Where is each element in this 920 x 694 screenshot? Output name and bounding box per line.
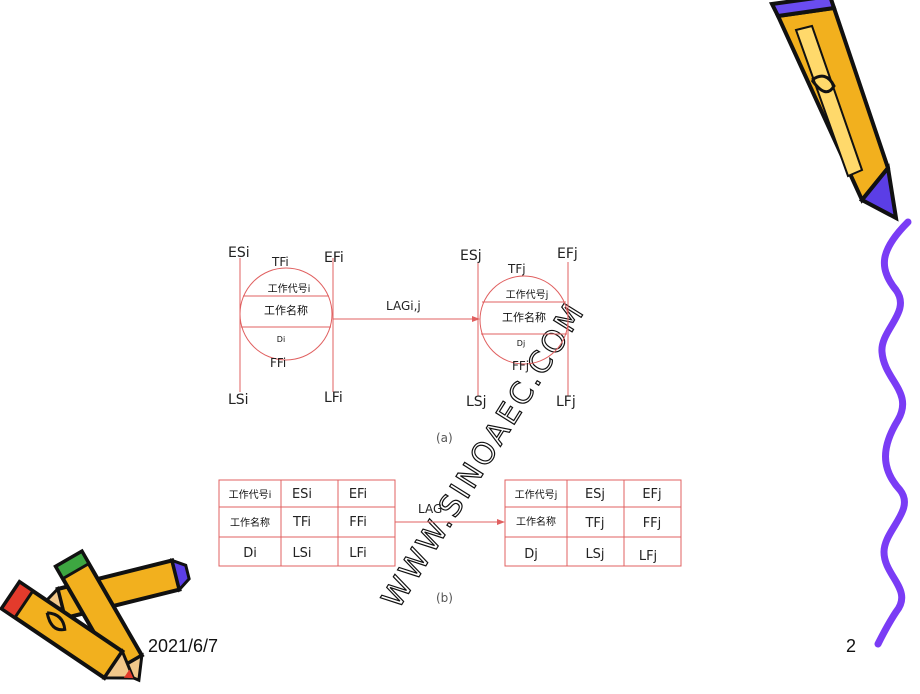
watermark: WWW.SINOAEC.COM	[375, 296, 592, 615]
pencils-bottom-left-icon	[0, 548, 191, 683]
node-j-ls: LSj	[466, 394, 487, 410]
node-i-d: Di	[277, 335, 285, 344]
node-j-ef: EFj	[557, 246, 578, 262]
node-i-circle	[239, 267, 333, 361]
node-j-code: 工作代号j	[506, 289, 549, 301]
table-i-cell-r0c0: 工作代号i	[229, 489, 272, 501]
node-i-ff: FFi	[270, 356, 286, 370]
node-j-ff: FFj	[512, 359, 529, 373]
table-j-cell-r1c0: 工作名称	[516, 515, 556, 528]
diagram-b: 工作代号i ESi EFi 工作名称 TFi FFi Di LSi LFi LA…	[218, 479, 682, 605]
table-j-cell-r2c0: Dj	[524, 547, 538, 562]
table-j-cell-r0c0: 工作代号j	[515, 489, 558, 501]
table-i-cell-r1c2: FFi	[349, 515, 367, 530]
table-j-cell-r2c1: LSj	[585, 547, 604, 562]
caption-b: (b)	[436, 591, 453, 605]
table-i-cell-r2c2: LFi	[349, 546, 366, 561]
caption-a: (a)	[436, 431, 453, 445]
table-i-cell-r1c0: 工作名称	[230, 516, 270, 529]
table-j-cell-r1c1: TFj	[584, 516, 604, 531]
diagram-a: ESi TFi EFi 工作代号i 工作名称 Di FFi LSi LFi LA…	[228, 245, 578, 445]
table-j-cell-r0c2: EFj	[642, 487, 661, 502]
table-i-cell-r2c0: Di	[243, 546, 257, 561]
slide-date: 2021/6/7	[148, 636, 219, 656]
node-j-lf: LFj	[556, 394, 576, 410]
table-j-cell-r0c1: ESj	[585, 487, 605, 502]
table-j-cell-r2c2: LFj	[639, 549, 657, 564]
node-j-es: ESj	[460, 248, 482, 264]
node-i-ls: LSi	[228, 392, 249, 408]
node-j-d: Dj	[517, 339, 525, 348]
node-i-name: 工作名称	[264, 303, 308, 317]
slide-page-number: 2	[846, 636, 857, 656]
node-i-ef: EFi	[324, 250, 344, 266]
table-i-cell-r2c1: LSi	[292, 546, 311, 561]
node-i-code: 工作代号i	[268, 283, 311, 295]
lag-label-a: LAGi,j	[386, 299, 421, 313]
lag-label-b: LAG	[418, 502, 442, 516]
node-i-tf: TFi	[271, 255, 289, 269]
node-j-circle	[479, 275, 569, 365]
table-j-cell-r1c2: FFj	[643, 516, 662, 531]
node-j-name: 工作名称	[502, 310, 546, 324]
table-i-cell-r0c1: ESi	[292, 487, 312, 502]
pencil-top-right-icon	[768, 0, 899, 222]
node-j-tf: TFj	[507, 262, 526, 276]
node-i-lf: LFi	[324, 390, 343, 406]
table-i-cell-r1c1: TFi	[292, 515, 311, 530]
squiggle-right-edge	[874, 218, 912, 648]
node-i-es: ESi	[228, 245, 250, 261]
table-i-cell-r0c2: EFi	[349, 487, 367, 502]
